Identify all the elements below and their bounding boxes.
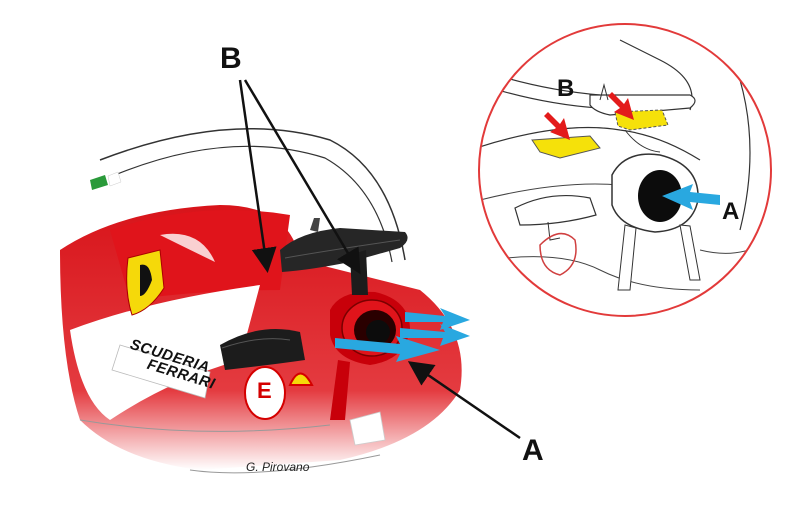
shell-logo xyxy=(288,372,314,386)
label-b-main: B xyxy=(220,42,242,75)
red-indicator-arrows xyxy=(544,92,634,140)
annotation-arrows-main xyxy=(238,79,521,440)
ferrari-shield-logo xyxy=(126,249,165,316)
airflow-arrows-main xyxy=(335,308,470,362)
airflow-arrow-inset xyxy=(662,184,720,210)
label-b-inset: B xyxy=(557,75,575,102)
e-decal: E xyxy=(257,378,272,403)
label-a-inset: A xyxy=(722,198,740,225)
detail-inset xyxy=(478,23,772,317)
artist-credit: G. Pirovano xyxy=(246,460,310,474)
car-main-illustration xyxy=(60,79,521,474)
label-a-main: A xyxy=(522,434,544,467)
